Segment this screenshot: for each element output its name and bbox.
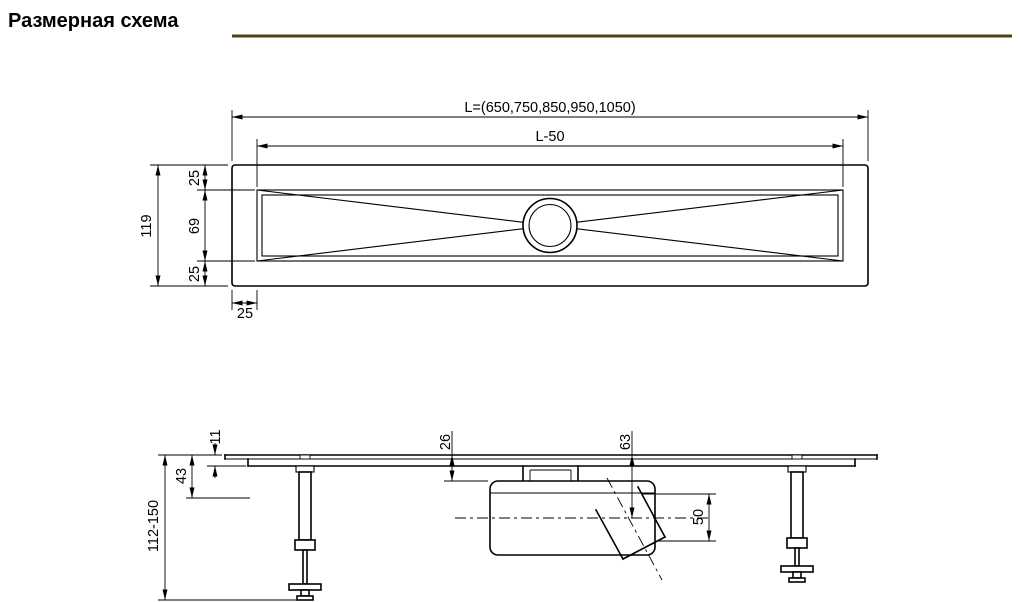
drain-outlet-circle	[522, 197, 578, 254]
dim-outlet-depth-label: 63	[618, 434, 634, 450]
dim-side-offset-label: 25	[237, 306, 253, 322]
side-view: 11 43 112-150 26 63	[146, 429, 878, 601]
dim-total-length-label: L=(650,750,850,950,1050)	[464, 100, 635, 116]
leg-mount-plate	[295, 465, 315, 473]
dim-edge-bottom-label: 25	[187, 266, 203, 282]
outlet-axis-centerline	[606, 477, 663, 581]
width-dimensions: 119 25 69 25	[139, 164, 255, 287]
dim-inner-length-label: L-50	[535, 129, 564, 145]
dim-trap-offset-label: 26	[438, 434, 454, 450]
overall-length-dimension: L=(650,750,850,950,1050)	[231, 100, 869, 161]
dim-channel-width-label: 69	[187, 218, 203, 234]
dim-grate-thickness-label: 11	[208, 429, 224, 444]
leg-bracket	[790, 471, 804, 539]
leg-rod	[302, 549, 308, 585]
grate-thickness-dimension: 11	[158, 429, 246, 478]
leg-rod	[794, 547, 800, 567]
centerlines	[455, 477, 712, 581]
top-view: L=(650,750,850,950,1050) L-50 119	[139, 100, 869, 322]
dim-overall-width-label: 119	[139, 214, 155, 237]
support-leg-right	[780, 465, 814, 583]
grate-screw	[791, 454, 803, 460]
leg-foot	[780, 565, 814, 573]
inner-length-dimension: L-50	[256, 129, 844, 187]
leg-nut	[786, 537, 808, 549]
leg-mount-plate	[787, 465, 807, 473]
trap-assembly	[455, 465, 712, 581]
dim-body-height-label: 43	[174, 468, 190, 484]
leg-base	[296, 595, 314, 601]
leg-base	[788, 577, 806, 583]
dim-edge-top-label: 25	[187, 170, 203, 186]
drain-flange-outline	[231, 164, 869, 287]
channel-profile	[224, 454, 878, 467]
dim-install-height-label: 112-150	[146, 500, 162, 552]
leg-bracket	[298, 471, 312, 541]
trap-offset-dimension: 26	[438, 431, 488, 482]
leg-foot	[288, 583, 322, 591]
outlet-depth-dimension: 63	[618, 431, 635, 518]
leg-nut	[294, 539, 316, 551]
grate-screw	[299, 454, 311, 460]
edge-offset-dimension: 25	[231, 290, 258, 322]
body-height-dimension: 43	[174, 455, 250, 499]
drain-channel-outline	[256, 189, 844, 262]
drain-channel-top	[231, 164, 869, 287]
dim-outlet-diameter-label: 50	[691, 509, 707, 525]
page-title: Размерная схема	[8, 10, 179, 32]
outlet-diameter-dimension: 50	[642, 493, 716, 542]
install-height-dimension: 112-150	[146, 455, 312, 601]
support-leg-left	[288, 465, 322, 601]
